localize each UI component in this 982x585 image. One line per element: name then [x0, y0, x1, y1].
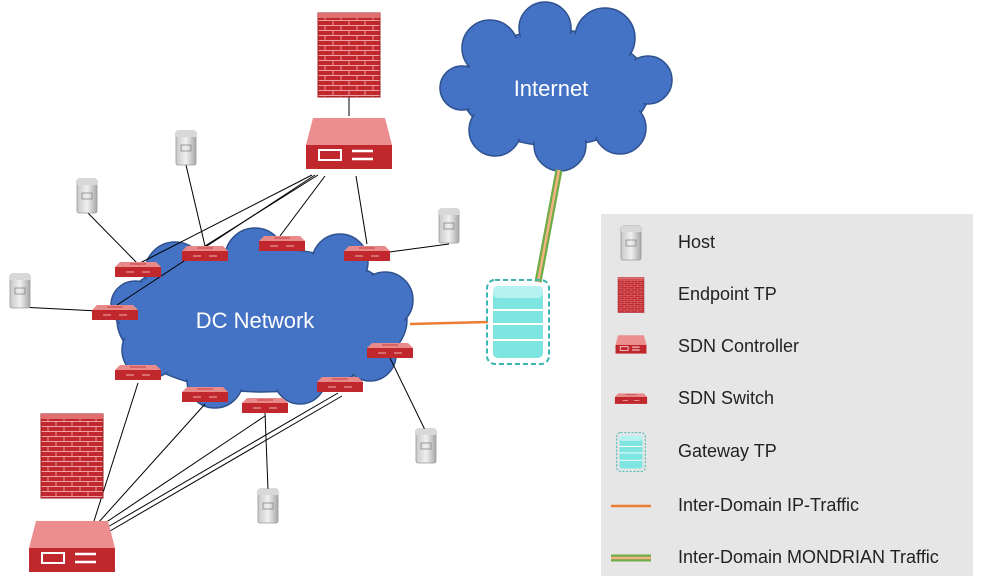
host-icon — [257, 488, 279, 524]
sdn-switch-icon — [114, 261, 162, 278]
sdn-controller-icon — [304, 116, 394, 171]
legend-item-sdn-switch: SDN Switch — [601, 379, 973, 419]
gateway-tp-icon — [616, 432, 646, 472]
sdn-switch-icon — [258, 235, 306, 252]
sdn-switch-icon — [614, 393, 648, 405]
sdn-switch-icon — [241, 397, 289, 414]
dc-network-label: DC Network — [196, 308, 316, 333]
links — [19, 70, 450, 532]
legend-item-host: Host — [601, 223, 973, 263]
legend-label: Inter-Domain IP-Traffic — [678, 495, 860, 515]
legend-label: Inter-Domain MONDRIAN Traffic — [678, 547, 939, 567]
legend: Host Endpoint TP SDN Controller SDN Swit… — [601, 214, 973, 576]
endpoint-tp-icon — [40, 413, 104, 499]
internet-label: Internet — [514, 76, 589, 101]
legend-item-endpoint-tp: Endpoint TP — [601, 275, 973, 315]
mondrian-traffic-line — [534, 169, 563, 283]
host-icon — [415, 428, 437, 464]
legend-label: Gateway TP — [678, 441, 777, 461]
legend-item-gateway-tp: Gateway TP — [601, 432, 973, 472]
legend-label: Endpoint TP — [678, 284, 777, 304]
sdn-switch-icon — [114, 364, 162, 381]
legend-item-ip-traffic: Inter-Domain IP-Traffic — [601, 486, 973, 526]
legend-item-mondrian-traffic: Inter-Domain MONDRIAN Traffic — [601, 538, 973, 578]
gateway-tp-icon — [486, 279, 550, 365]
sdn-switch-icon — [343, 245, 391, 262]
host-icon — [76, 178, 98, 214]
sdn-switch-icon — [181, 245, 229, 262]
sdn-controller-icon — [615, 334, 647, 355]
host-icon — [175, 130, 197, 166]
host-icon — [9, 273, 31, 309]
legend-label: Host — [678, 232, 716, 252]
endpoint-tp-icon — [317, 12, 381, 98]
sdn-switch-icon — [366, 342, 414, 359]
legend-label: SDN Switch — [678, 388, 775, 408]
mondrian-traffic-line-icon — [611, 554, 651, 562]
sdn-controller-icon — [27, 519, 117, 574]
sdn-switch-icon — [316, 376, 364, 393]
endpoint-tp-icon — [617, 277, 645, 313]
legend-item-sdn-controller: SDN Controller — [601, 327, 973, 367]
ip-traffic-line — [409, 320, 489, 326]
legend-label: SDN Controller — [678, 336, 800, 356]
sdn-switch-icon — [91, 304, 139, 321]
internet-cloud: Internet — [439, 1, 673, 172]
host-icon — [438, 208, 460, 244]
ip-traffic-line-icon — [611, 504, 651, 508]
host-icon — [620, 225, 642, 261]
sdn-switch-icon — [181, 386, 229, 403]
